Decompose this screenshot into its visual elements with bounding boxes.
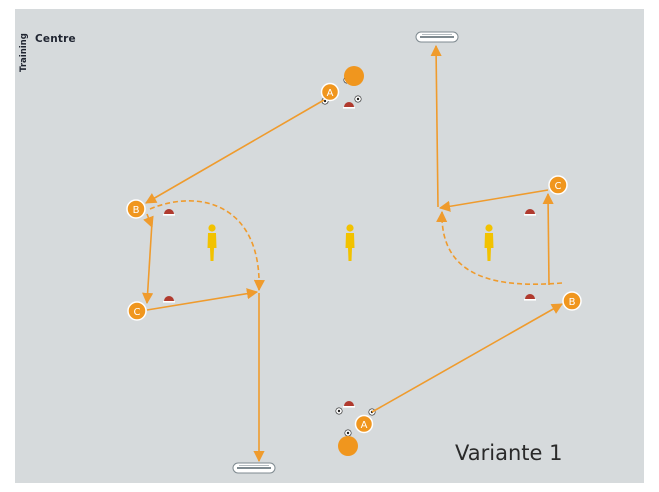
drill-diagram: A B C C B A xyxy=(126,31,582,474)
player-b-left: B xyxy=(126,199,146,219)
cone xyxy=(524,209,536,216)
svg-text:C: C xyxy=(134,307,141,318)
training-field: A B C C B A xyxy=(15,9,644,483)
player-a-bottom: A xyxy=(338,414,374,456)
logo-word-centre: Centre xyxy=(35,33,76,45)
pass-arrow xyxy=(145,99,325,204)
player-c-right: C xyxy=(548,175,568,195)
pass-arrow xyxy=(146,288,259,311)
svg-text:A: A xyxy=(327,88,334,99)
variant-label: Variante 1 xyxy=(455,441,563,465)
run-arrow xyxy=(430,44,442,208)
svg-text:A: A xyxy=(361,420,368,431)
cone xyxy=(163,296,175,303)
cone xyxy=(163,209,175,216)
cone xyxy=(524,294,536,301)
player-c-left: C xyxy=(127,301,147,321)
ball-icon xyxy=(344,429,352,437)
curved-run-arrow xyxy=(149,200,265,292)
cone xyxy=(343,401,355,408)
svg-text:C: C xyxy=(555,181,562,192)
goal-top xyxy=(415,31,459,43)
goal-bottom xyxy=(232,462,276,474)
curved-run-arrow xyxy=(436,210,563,286)
player-a-top: A xyxy=(320,66,364,102)
pass-arrow xyxy=(438,189,549,212)
pass-arrow xyxy=(542,192,554,286)
dummy-left xyxy=(207,224,217,261)
cone xyxy=(343,102,355,109)
player-b-right: B xyxy=(562,291,582,311)
svg-text:B: B xyxy=(569,297,576,308)
dummy-right xyxy=(484,224,494,261)
ball-icon xyxy=(354,95,362,103)
ball-icon xyxy=(335,407,343,415)
pass-arrow xyxy=(371,303,563,413)
pass-arrow xyxy=(142,221,154,305)
logo-word-training: Training xyxy=(19,33,29,72)
dummy-center xyxy=(345,224,355,261)
svg-text:B: B xyxy=(133,205,140,216)
